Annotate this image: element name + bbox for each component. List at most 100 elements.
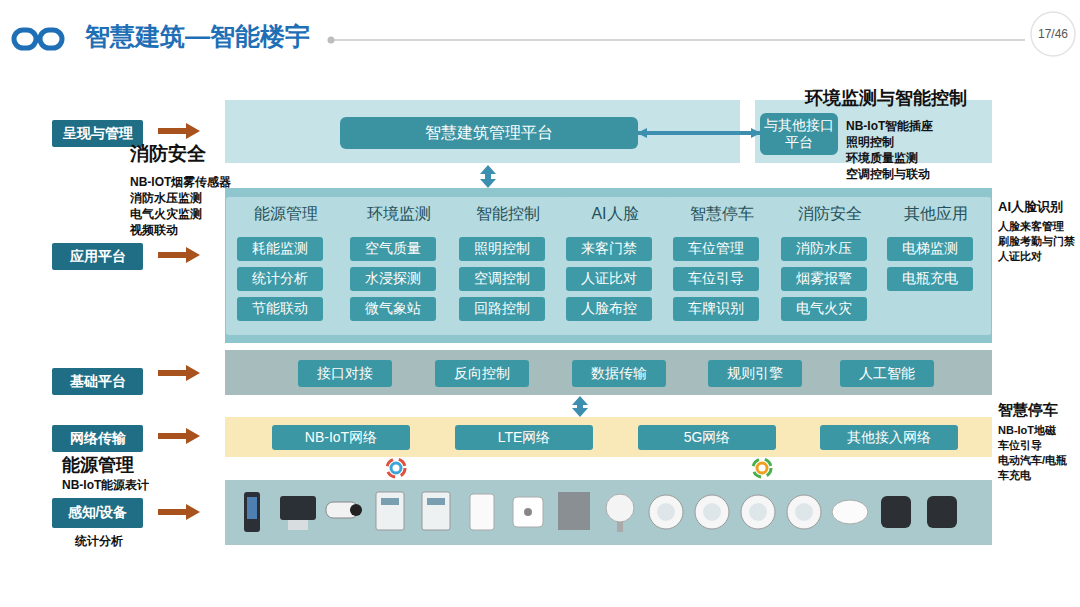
box-text: 微气象站 — [365, 300, 421, 318]
box-text: 消防安全 — [774, 197, 886, 225]
box-text: 人脸布控 — [581, 300, 637, 318]
label-group: 消防安全NB-IOT烟雾传感器消防水压监测电气火灾监测视频联动 — [130, 142, 255, 238]
box-text: 人工智能 — [859, 365, 915, 383]
double-arrow — [572, 396, 588, 417]
device-stand — [288, 520, 308, 530]
device-thermo — [649, 495, 683, 529]
device-lens — [350, 504, 362, 516]
app-column: 智慧停车车位管理车位引导车牌识别 — [664, 197, 779, 335]
device-smoke — [832, 500, 868, 524]
box-text: 车牌识别 — [688, 300, 744, 318]
layer-label: 网络传输 — [52, 425, 143, 452]
arrow-head — [186, 247, 200, 263]
app-item: 人证比对 — [566, 267, 652, 291]
interface-box: 与其他接口平台 — [760, 113, 838, 155]
box-text: 人证比对 — [581, 270, 637, 288]
box-text: 水浸探测 — [365, 270, 421, 288]
signal-icon — [757, 463, 767, 473]
app-item: 耗能监测 — [237, 237, 323, 261]
header-dot — [328, 37, 335, 44]
device-display — [381, 498, 399, 505]
double-arrow — [480, 165, 496, 188]
app-column: AI人脸来客门禁人证比对人脸布控 — [562, 197, 668, 335]
box-text: 回路控制 — [474, 300, 530, 318]
device-thermo — [695, 495, 729, 529]
app-column: 能源管理耗能监测统计分析节能联动 — [226, 197, 346, 335]
signal-icons — [387, 459, 771, 477]
signal-icon — [753, 459, 771, 477]
device-sensor — [606, 494, 634, 522]
device-icons — [244, 492, 957, 532]
callout-note: 人证比对 — [998, 249, 1076, 264]
callout-note: 视频联动 — [130, 222, 255, 238]
callout-note: NB-IoT智能插座 — [846, 118, 986, 134]
label-group: 统计分析 — [75, 533, 155, 549]
app-item: 消防水压 — [781, 237, 867, 261]
device-thermo — [741, 495, 775, 529]
app-item: 微气象站 — [350, 297, 436, 321]
arrow-shaft — [158, 433, 188, 439]
box-text: 数据传输 — [591, 365, 647, 383]
service-pill: 其他接入网络 — [820, 425, 958, 450]
callout-note: 智慧停车 — [998, 400, 1076, 420]
logo-ring — [40, 30, 62, 48]
callout-note: 环境监测与智能控制 — [805, 87, 1010, 109]
box-text: 规则引擎 — [727, 365, 783, 383]
service-pill: 5G网络 — [638, 425, 776, 450]
box-text: 反向控制 — [454, 365, 510, 383]
layer-label: 呈现与管理 — [52, 120, 143, 147]
callout-note: 刷脸考勤与门禁 — [998, 234, 1076, 249]
arrow-shaft — [158, 252, 188, 258]
app-item: 来客门禁 — [566, 237, 652, 261]
box-text: 空调控制 — [474, 270, 530, 288]
callout-note: 消防水压监测 — [130, 190, 255, 206]
app-item: 车牌识别 — [673, 297, 759, 321]
callout-note: 能源管理 — [62, 454, 158, 476]
app-column: 智能控制照明控制空调控制回路控制 — [449, 197, 566, 335]
box-text: 感知/设备 — [68, 504, 128, 522]
service-pill: 数据传输 — [572, 360, 666, 387]
device-stand — [617, 522, 623, 532]
app-item: 车位管理 — [673, 237, 759, 261]
callout-note: 车位引导 — [998, 438, 1076, 453]
device-plug — [470, 494, 494, 530]
logo-ring — [14, 30, 36, 48]
box-text: 耗能监测 — [252, 240, 308, 258]
callout-note: NB-IoT地磁 — [998, 423, 1076, 438]
box-text: 其他应用 — [881, 197, 991, 225]
box-text: 能源管理 — [226, 197, 346, 225]
device-face — [749, 503, 767, 521]
arrow-shaft — [158, 370, 188, 376]
app-item: 回路控制 — [459, 297, 545, 321]
device-face — [795, 503, 813, 521]
logo — [14, 30, 62, 48]
box-text: 智能控制 — [449, 197, 566, 225]
platform-box: 智慧建筑管理平台 — [340, 117, 638, 149]
service-pill: LTE网络 — [455, 425, 593, 450]
signal-icon — [391, 463, 401, 473]
app-item: 电梯监测 — [887, 237, 973, 261]
callout-note: NB-IoT能源表计 — [62, 477, 158, 493]
device-dark — [927, 496, 957, 528]
app-column: 其他应用电梯监测电瓶充电 — [881, 197, 991, 335]
device-meter — [422, 492, 450, 530]
arrow-head — [186, 504, 200, 520]
device-face — [657, 503, 675, 521]
callout-note: 电气火灾监测 — [130, 206, 255, 222]
box-text: 来客门禁 — [581, 240, 637, 258]
box-text: 呈现与管理 — [63, 125, 133, 143]
app-item: 人脸布控 — [566, 297, 652, 321]
box-text: 其他接入网络 — [847, 429, 931, 447]
box-text: 应用平台 — [70, 248, 126, 266]
page-badge — [1031, 12, 1075, 56]
service-pill: 反向控制 — [435, 360, 529, 387]
service-pill: 规则引擎 — [708, 360, 802, 387]
box-text: 网络传输 — [70, 430, 126, 448]
box-text: 统计分析 — [252, 270, 308, 288]
arrow-head — [186, 365, 200, 381]
box-text: 智慧停车 — [664, 197, 779, 225]
layer-label: 感知/设备 — [52, 498, 143, 528]
service-pill: 人工智能 — [840, 360, 934, 387]
box-text: 车位管理 — [688, 240, 744, 258]
